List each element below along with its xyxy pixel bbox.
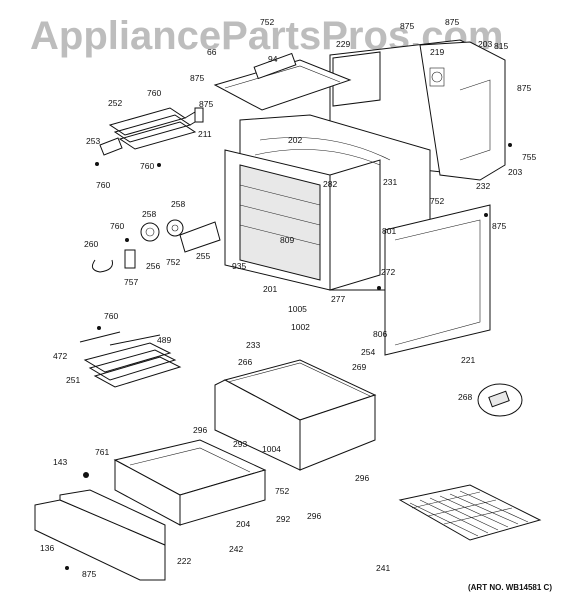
callout-253: 253 <box>86 136 101 146</box>
callout-232: 232 <box>476 181 491 191</box>
callout-269: 269 <box>352 362 367 372</box>
callout-221: 221 <box>461 355 476 365</box>
callout-760: 760 <box>140 161 155 171</box>
callout-489: 489 <box>157 335 172 345</box>
callout-757: 757 <box>124 277 139 287</box>
callout-760: 760 <box>96 180 111 190</box>
callout-752: 752 <box>260 17 275 27</box>
callout-201: 201 <box>263 284 278 294</box>
callout-260: 260 <box>84 239 99 249</box>
callout-760: 760 <box>104 311 119 321</box>
callout-202: 202 <box>288 135 303 145</box>
broil-element <box>79 331 182 388</box>
callout-1002: 1002 <box>291 322 310 332</box>
callout-875: 875 <box>445 17 460 27</box>
callout-143: 143 <box>53 457 68 467</box>
callout-292: 292 <box>276 514 291 524</box>
callout-752: 752 <box>166 257 181 267</box>
callout-761: 761 <box>95 447 110 457</box>
callout-472: 472 <box>53 351 68 361</box>
callout-242: 242 <box>229 544 244 554</box>
art-number: (ART NO. WB14581 C) <box>467 583 552 592</box>
callout-296: 296 <box>355 473 370 483</box>
callout-252: 252 <box>108 98 123 108</box>
element-bracket <box>99 137 123 156</box>
callout-203: 203 <box>508 167 523 177</box>
callout-277: 277 <box>331 294 346 304</box>
callout-1005: 1005 <box>288 304 307 314</box>
callout-809: 809 <box>280 235 295 245</box>
callout-875: 875 <box>82 569 97 579</box>
callout-282: 282 <box>323 179 338 189</box>
callout-66: 66 <box>207 47 217 57</box>
callout-136: 136 <box>40 543 55 553</box>
callout-875: 875 <box>492 221 507 231</box>
callout-801: 801 <box>382 226 397 236</box>
drawer-front <box>34 489 166 581</box>
callout-219: 219 <box>430 47 445 57</box>
callout-231: 231 <box>383 177 398 187</box>
callout-755: 755 <box>522 152 537 162</box>
storage-drawer <box>113 439 267 526</box>
callout-229: 229 <box>336 39 351 49</box>
callout-268: 268 <box>458 392 473 402</box>
callout-258: 258 <box>171 199 186 209</box>
callout-296: 296 <box>307 511 322 521</box>
callout-752: 752 <box>430 196 445 206</box>
callout-752: 752 <box>275 486 290 496</box>
callout-935: 935 <box>232 261 247 271</box>
burner-parts <box>91 219 221 273</box>
callout-296: 296 <box>193 425 208 435</box>
side-panel <box>384 204 491 356</box>
fasteners <box>65 143 512 570</box>
lower-base <box>214 359 377 471</box>
bake-element <box>108 107 204 150</box>
callout-211: 211 <box>198 129 212 139</box>
callout-1004: 1004 <box>262 444 281 454</box>
callout-203: 203 <box>478 39 493 49</box>
callout-293: 293 <box>233 439 248 449</box>
callout-256: 256 <box>146 261 161 271</box>
callout-254: 254 <box>361 347 376 357</box>
oven-rack <box>398 484 542 541</box>
callout-815: 815 <box>494 41 509 51</box>
callout-875: 875 <box>517 83 532 93</box>
callout-94: 94 <box>268 54 278 64</box>
callout-760: 760 <box>147 88 162 98</box>
oven-cavity <box>224 114 431 291</box>
small-switch <box>477 383 523 417</box>
callout-875: 875 <box>190 73 205 83</box>
callout-266: 266 <box>238 357 253 367</box>
callout-875: 875 <box>400 21 415 31</box>
callout-760: 760 <box>110 221 125 231</box>
callout-272: 272 <box>381 267 396 277</box>
callout-255: 255 <box>196 251 211 261</box>
callout-222: 222 <box>177 556 192 566</box>
callout-233: 233 <box>246 340 261 350</box>
callout-806: 806 <box>373 329 388 339</box>
callout-251: 251 <box>66 375 81 385</box>
callout-875: 875 <box>199 99 214 109</box>
top-frame <box>213 52 352 111</box>
callout-241: 241 <box>376 563 391 573</box>
callout-204: 204 <box>236 519 251 529</box>
callout-258: 258 <box>142 209 157 219</box>
